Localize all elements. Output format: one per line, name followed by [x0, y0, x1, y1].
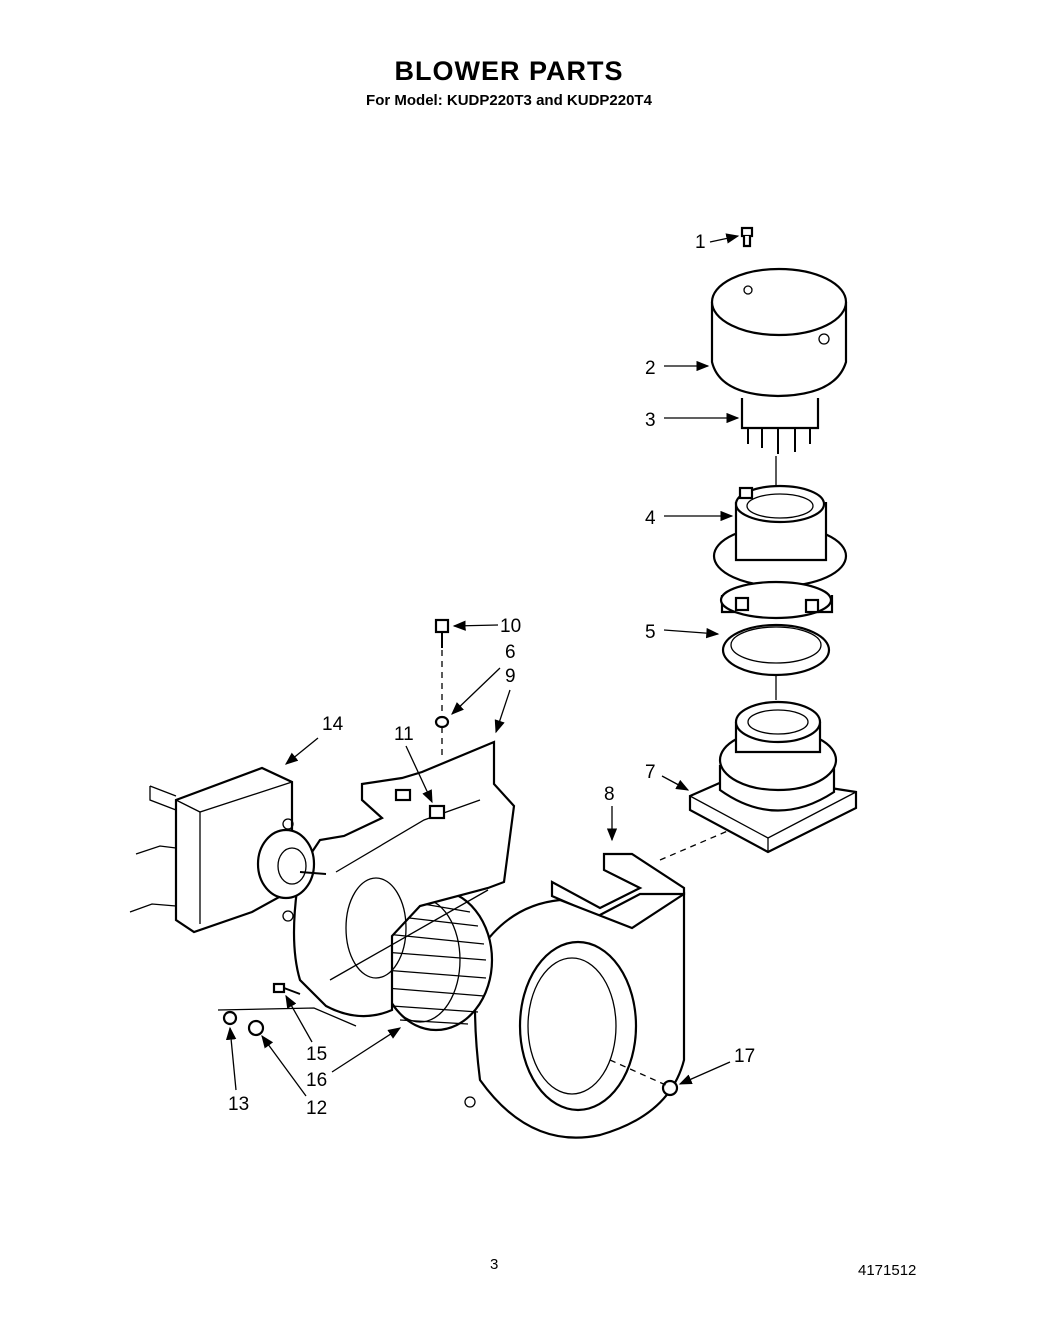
document-number: 4171512: [858, 1262, 917, 1279]
part-14-motor: [129, 766, 327, 934]
callout-5: 5: [645, 622, 656, 643]
page-title: BLOWER PARTS: [394, 56, 624, 86]
callout-16: 16: [306, 1070, 327, 1091]
callout-11: 11: [394, 724, 414, 745]
callout-4: 4: [645, 508, 656, 529]
part-6-washer: [434, 715, 450, 729]
callout-2: 2: [645, 358, 656, 379]
callout-17: 17: [734, 1046, 755, 1067]
page-number: 3: [490, 1256, 499, 1273]
callout-12: 12: [306, 1098, 327, 1119]
callout-15: 15: [306, 1044, 327, 1065]
callout-10: 10: [500, 616, 521, 637]
callout-8: 8: [604, 784, 615, 805]
part-15-screw: [272, 982, 301, 995]
callout-14: 14: [322, 714, 344, 735]
callout-6: 6: [505, 642, 516, 663]
part-1-screw: [740, 226, 754, 248]
callout-1: 1: [695, 232, 706, 253]
part-8-blower-housing: [464, 852, 686, 1139]
part-2-motor-cover: [710, 267, 848, 398]
part-7-base: [688, 700, 858, 854]
part-17-nut: [661, 1079, 679, 1097]
part-10-screw: [434, 618, 450, 648]
part-5-gasket: [719, 580, 834, 677]
part-4-collar: [712, 484, 848, 588]
callout-9: 9: [505, 666, 516, 687]
assembly-line: [659, 829, 731, 861]
part-12-nut: [247, 1019, 265, 1037]
part-13-washer: [222, 1010, 238, 1026]
callout-7: 7: [645, 762, 656, 783]
callout-13: 13: [228, 1094, 249, 1115]
assembly-line: [217, 1007, 357, 1027]
part-11-clip: [428, 804, 446, 820]
callout-3: 3: [645, 410, 656, 431]
part-9-bracket: [292, 740, 516, 1018]
part-3-connector: [740, 398, 820, 454]
model-subtitle: For Model: KUDP220T3 and KUDP220T4: [366, 92, 652, 109]
